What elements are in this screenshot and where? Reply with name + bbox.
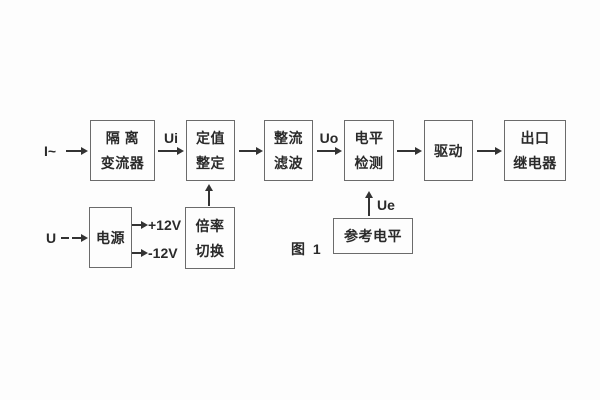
signal-ue-label: Ue <box>377 197 395 213</box>
arrow-reference-to-level <box>368 198 370 216</box>
arrow-driver-to-relay <box>477 150 495 152</box>
plus-12v-label: +12V <box>148 217 182 233</box>
arrow-isolation-to-setpoint <box>158 150 177 152</box>
arrow-power-to-plus12v <box>132 224 141 226</box>
block-label: 继电器 <box>513 155 557 171</box>
arrow-input-current-to-isolation <box>66 150 81 152</box>
arrow-rectifier-to-level <box>317 150 335 152</box>
block-label: 变流器 <box>100 155 145 171</box>
block-setpoint-adjust: 定值 整定 <box>186 120 235 181</box>
block-label: 隔 离 <box>105 130 140 146</box>
arrow-setpoint-to-rectifier <box>239 150 256 152</box>
input-voltage-label: U <box>46 230 57 246</box>
block-rectifier-filter: 整流 滤波 <box>264 120 313 181</box>
block-label: 驱动 <box>434 142 463 159</box>
arrow-level-to-driver <box>397 150 415 152</box>
block-label: 整流 <box>274 130 303 146</box>
block-label: 检测 <box>354 155 384 171</box>
block-level-detector: 电平 检测 <box>344 120 394 181</box>
figure-caption: 图 1 <box>291 241 323 257</box>
block-isolation-converter: 隔 离 变流器 <box>90 120 155 181</box>
arrow-input-voltage-to-power <box>72 237 81 239</box>
block-reference-level: 参考电平 <box>333 218 413 254</box>
input-current-label: I~ <box>44 143 57 159</box>
block-label: 电平 <box>354 130 384 146</box>
block-label: 整定 <box>196 155 225 171</box>
block-output-relay: 出口 继电器 <box>504 120 566 181</box>
block-multiplier-switch: 倍率 切换 <box>185 207 235 269</box>
signal-ui-label: Ui <box>164 130 178 146</box>
arrow-multiplier-to-setpoint <box>208 191 210 206</box>
block-label: 参考电平 <box>344 228 402 244</box>
block-label: 电源 <box>96 229 125 246</box>
minus-12v-label: -12V <box>148 245 178 261</box>
block-label: 定值 <box>196 130 225 146</box>
block-label: 出口 <box>520 130 550 146</box>
arrow-power-to-minus12v <box>132 252 141 254</box>
block-label: 切换 <box>195 242 225 259</box>
signal-uo-label: Uo <box>319 130 339 146</box>
line-input-voltage-dash <box>61 237 69 239</box>
block-driver: 驱动 <box>424 120 473 181</box>
block-power-supply: 电源 <box>89 207 132 268</box>
block-label: 滤波 <box>274 155 303 171</box>
block-label: 倍率 <box>195 217 225 234</box>
